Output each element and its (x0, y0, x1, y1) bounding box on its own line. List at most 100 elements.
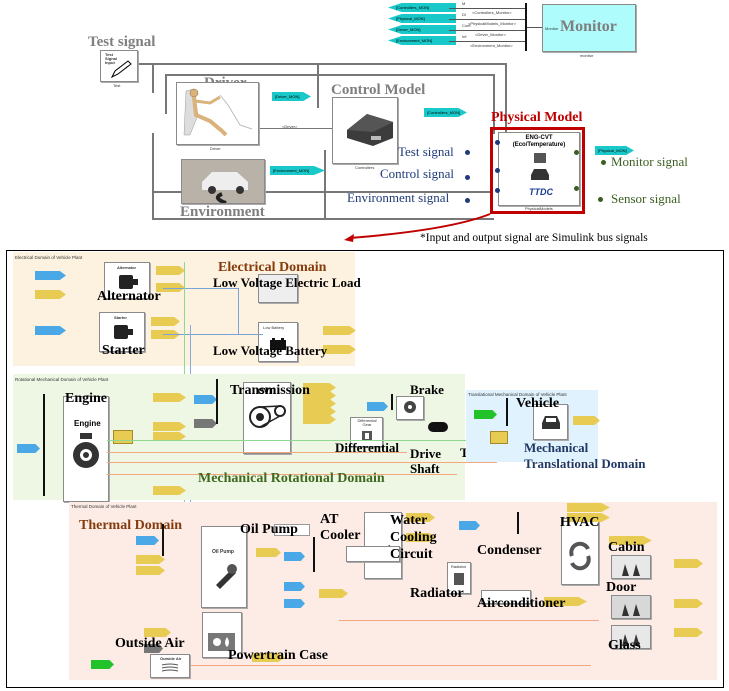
vehicle-block[interactable] (533, 404, 568, 440)
goto-tag[interactable] (256, 548, 281, 557)
goto-tag-environment-mon[interactable]: [Environment_MON] (270, 166, 325, 175)
door-block[interactable] (611, 595, 651, 619)
goto-tag[interactable] (303, 399, 336, 408)
glass-block[interactable] (611, 625, 651, 649)
bus-selector[interactable] (391, 394, 393, 410)
goto-tag[interactable] (303, 415, 336, 424)
goto-tag[interactable] (252, 653, 285, 662)
driver-block[interactable] (176, 82, 259, 145)
powertrain-case-block[interactable] (202, 612, 242, 658)
pump-icon (216, 564, 237, 589)
from-tag[interactable] (35, 271, 66, 280)
differential-block[interactable]: Differential Gear (350, 417, 383, 447)
goto-tag-physical-mon[interactable]: [Physical_MON] (595, 146, 634, 155)
monitor-block[interactable]: Monitor Monitor (542, 4, 636, 52)
hvac-block[interactable] (561, 518, 599, 585)
airconditioner-block[interactable] (481, 590, 531, 604)
controllers-block[interactable] (332, 97, 398, 164)
outside-air-block[interactable]: Outside Air (150, 654, 190, 678)
engine-block[interactable]: Engine (63, 396, 109, 502)
from-tag[interactable] (136, 536, 159, 545)
from-tag[interactable] (136, 555, 165, 564)
goto-tag[interactable] (573, 416, 600, 425)
from-tag[interactable] (136, 566, 165, 575)
block-caption: PhysicalModels (525, 206, 553, 211)
cabin-block[interactable] (611, 555, 651, 579)
bus-selector[interactable] (216, 379, 218, 424)
bus-selector[interactable] (506, 398, 508, 426)
airconditioner-label: Airconditioner (477, 596, 566, 611)
condenser-block[interactable] (346, 546, 400, 562)
environment-block[interactable] (181, 159, 265, 204)
from-tag[interactable] (367, 402, 388, 411)
goto-tag[interactable] (567, 513, 610, 522)
goto-tag[interactable] (674, 628, 703, 637)
from-tag[interactable] (35, 290, 66, 299)
bus-selector[interactable] (313, 537, 315, 572)
goto-tag[interactable] (303, 383, 336, 392)
goto-tag[interactable] (406, 533, 435, 542)
brake-block[interactable] (396, 396, 424, 420)
signal-dot (574, 150, 579, 155)
from-tag[interactable] (284, 599, 305, 608)
bus-creator[interactable] (525, 3, 527, 51)
sensor-block[interactable] (490, 431, 508, 444)
from-tag[interactable] (194, 419, 217, 428)
physical-models-block[interactable]: ENG-CVT (Eco/Temperature) TTDC (498, 132, 580, 206)
engine-icon (73, 433, 99, 468)
goto-tag[interactable] (156, 283, 185, 292)
bus-selector[interactable] (162, 524, 164, 556)
from-tag[interactable] (35, 326, 66, 335)
from-tag[interactable] (144, 644, 163, 653)
goto-tag[interactable] (153, 393, 186, 402)
oil-pump-block[interactable]: Oil Pump (201, 526, 247, 608)
low-battery-block[interactable]: Low Battery (258, 322, 298, 362)
from-tag-controllers-mon[interactable]: [Controllers_MON] (388, 3, 456, 12)
goto-tag[interactable] (567, 503, 610, 512)
goto-tag[interactable] (674, 599, 703, 608)
from-tag-environment-mon[interactable]: [Environment_MON] (388, 36, 456, 45)
goto-tag[interactable] (544, 597, 587, 606)
block-caption: Test (113, 83, 121, 88)
goto-tag[interactable] (323, 345, 356, 354)
from-tag-driver-mon[interactable]: [Driver_MON] (388, 25, 456, 34)
goto-tag[interactable] (609, 536, 652, 545)
from-tag[interactable] (319, 589, 348, 598)
monitor-title: Monitor (560, 18, 617, 35)
thermal-domain-region: Thermal Domain of Vehicle Plant Thermal … (69, 502, 717, 680)
test-signal-block[interactable]: Test Signal Input (100, 50, 138, 82)
from-tag[interactable] (474, 410, 497, 419)
goto-tag-controllers-mon[interactable]: [Controllers_MON] (424, 108, 467, 117)
from-tag[interactable] (459, 521, 480, 530)
block-caption: Controllers (355, 165, 375, 170)
alternator-block[interactable]: Alternator (104, 262, 150, 299)
electric-load-block[interactable] (258, 274, 298, 303)
from-tag[interactable] (17, 444, 40, 453)
bus-selector[interactable] (517, 512, 519, 534)
goto-tag[interactable] (151, 317, 180, 326)
goto-tag[interactable] (303, 407, 336, 416)
goto-tag[interactable] (156, 266, 185, 275)
sensor-block[interactable] (113, 430, 133, 444)
starter-block[interactable]: Starter (99, 312, 145, 352)
from-tag[interactable] (284, 552, 305, 561)
from-tag[interactable] (91, 660, 114, 669)
block-title: Outside Air (160, 656, 182, 661)
from-tag-physical-mon[interactable]: [Physical_MON] (388, 14, 456, 23)
from-tag[interactable] (284, 582, 305, 591)
bus-selector[interactable] (43, 394, 45, 496)
from-tag[interactable] (194, 395, 217, 404)
goto-tag[interactable] (153, 432, 186, 441)
goto-tag[interactable] (323, 326, 356, 335)
goto-tag-driver-mon[interactable]: [Driver_MON] (272, 92, 311, 101)
at-cooler-block[interactable] (274, 524, 310, 536)
goto-tag[interactable] (153, 422, 186, 431)
goto-tag[interactable] (153, 486, 186, 495)
radiator-block[interactable]: Radiator (447, 562, 471, 594)
goto-tag[interactable] (406, 513, 435, 522)
goto-tag[interactable] (674, 559, 703, 568)
from-tag[interactable] (144, 628, 171, 637)
cvt-block[interactable]: CVT (243, 382, 291, 454)
region-title: Electrical Domain of Vehicle Plant (15, 255, 83, 260)
goto-tag[interactable] (303, 391, 336, 400)
